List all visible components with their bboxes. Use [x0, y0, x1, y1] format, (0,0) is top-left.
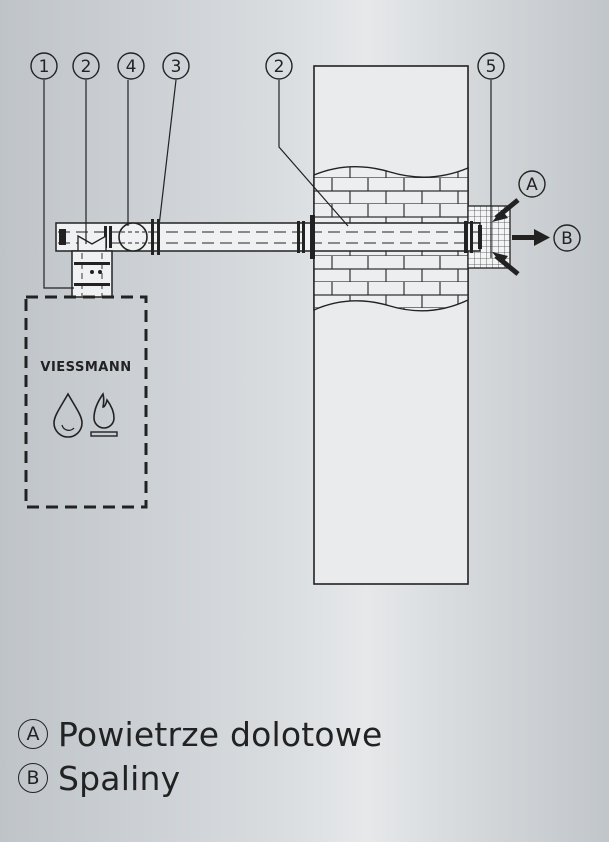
svg-text:A: A [526, 175, 538, 195]
callout-5: 5 [477, 52, 505, 80]
gas-flame-icon [90, 392, 118, 437]
legend-label-exhaust: Spaliny [58, 758, 181, 798]
callout-A: A [518, 170, 546, 198]
callout-2-right: 2 [265, 52, 293, 80]
callout-B: B [553, 224, 581, 252]
callout-3: 3 [162, 52, 190, 80]
inspection-opening [118, 222, 148, 252]
exhaust-arrow [512, 229, 550, 246]
svg-text:5: 5 [486, 57, 497, 77]
svg-text:4: 4 [126, 57, 137, 77]
callout-1: 1 [30, 52, 58, 80]
legend-badge-B: B [18, 763, 48, 793]
legend-label-air: Powietrze dolotowe [58, 714, 383, 754]
boiler-brand-logo: VIESSMANN [40, 360, 131, 375]
callout-4: 4 [117, 52, 145, 80]
legend-badge-A: A [18, 719, 48, 749]
air-intake-arrows [492, 198, 520, 276]
svg-text:3: 3 [171, 57, 182, 77]
svg-text:1: 1 [39, 57, 50, 77]
svg-text:2: 2 [274, 57, 285, 77]
callout-2-left: 2 [72, 52, 100, 80]
boiler-connector [71, 234, 113, 298]
legend-item-exhaust: B Spaliny [18, 756, 383, 800]
svg-text:B: B [561, 229, 573, 249]
legend: A Powietrze dolotowe B Spaliny [18, 712, 383, 800]
leader-lines [43, 79, 492, 289]
boiler-outline [24, 295, 148, 509]
svg-text:2: 2 [81, 57, 92, 77]
oil-drop-icon [53, 392, 83, 438]
wall [313, 65, 469, 585]
legend-item-air: A Powietrze dolotowe [18, 712, 383, 756]
